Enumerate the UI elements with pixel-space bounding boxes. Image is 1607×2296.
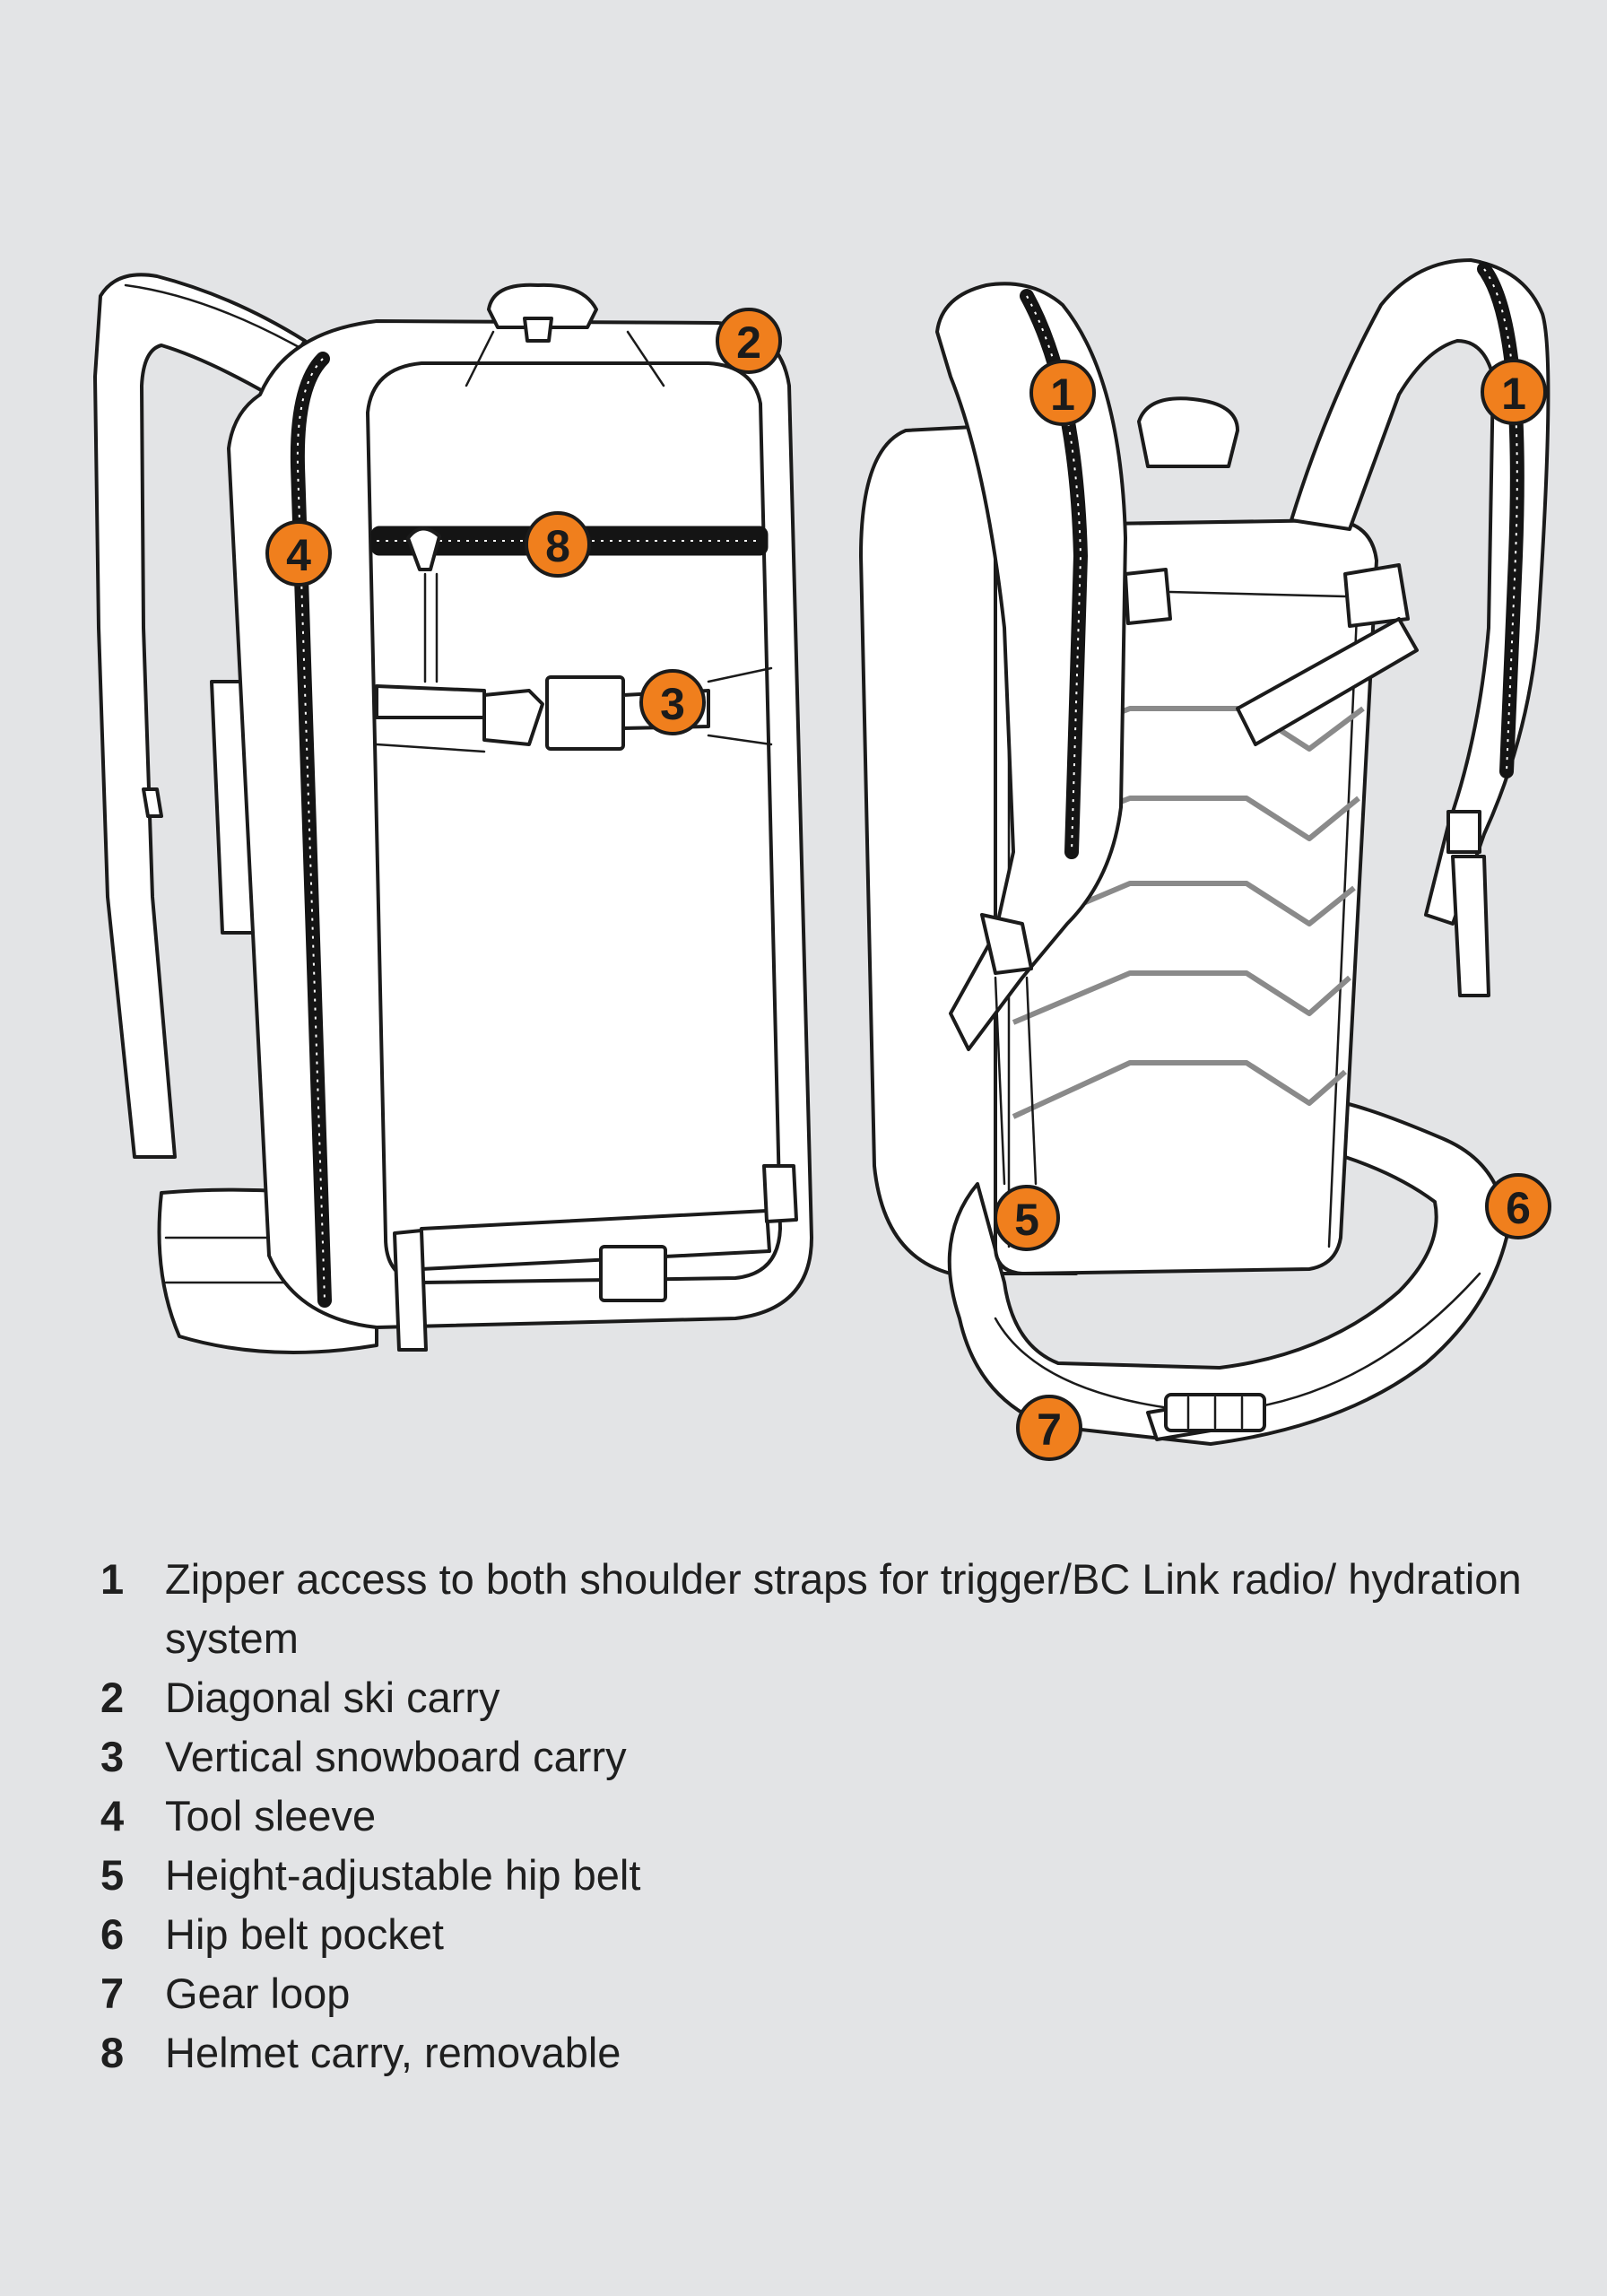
callout-marker-1-left-strap: 1 — [1029, 360, 1096, 426]
callout-marker-1-right-strap: 1 — [1481, 359, 1547, 425]
legend-number: 3 — [100, 1733, 125, 1780]
legend-item-6: 6 Hip belt pocket — [100, 1905, 1535, 1964]
legend-item-7: 7 Gear loop — [100, 1964, 1535, 2023]
legend-number: 7 — [100, 1970, 125, 2017]
feature-legend: 1 Zipper access to both shoulder straps … — [100, 1550, 1535, 2083]
legend-text: Helmet carry, removable — [165, 2029, 621, 2076]
legend-number: 6 — [100, 1910, 125, 1958]
legend-text: Height-adjustable hip belt — [165, 1851, 641, 1899]
svg-text:4: 4 — [286, 530, 311, 580]
svg-text:5: 5 — [1014, 1195, 1039, 1245]
legend-item-4: 4 Tool sleeve — [100, 1787, 1535, 1846]
svg-text:8: 8 — [545, 521, 570, 571]
callout-marker-4: 4 — [265, 520, 332, 587]
callout-marker-6: 6 — [1485, 1173, 1551, 1239]
legend-text: Vertical snowboard carry — [165, 1733, 627, 1780]
legend-number: 1 — [100, 1555, 125, 1603]
legend-item-3: 3 Vertical snowboard carry — [100, 1727, 1535, 1787]
legend-text: Gear loop — [165, 1970, 351, 2017]
front-view-shoulder-strap — [93, 273, 307, 1159]
legend-item-1: 1 Zipper access to both shoulder straps … — [100, 1550, 1535, 1668]
callout-marker-2: 2 — [716, 308, 782, 374]
legend-text: Diagonal ski carry — [165, 1674, 500, 1721]
svg-text:6: 6 — [1506, 1183, 1531, 1233]
legend-number: 5 — [100, 1851, 125, 1899]
legend-text: Hip belt pocket — [165, 1910, 444, 1958]
legend-number: 2 — [100, 1674, 125, 1721]
legend-number: 4 — [100, 1792, 125, 1839]
callout-marker-8: 8 — [525, 511, 591, 578]
legend-item-2: 2 Diagonal ski carry — [100, 1668, 1535, 1727]
legend-item-5: 5 Height-adjustable hip belt — [100, 1846, 1535, 1905]
legend-text: Zipper access to both shoulder straps fo… — [165, 1555, 1522, 1662]
svg-text:2: 2 — [736, 317, 761, 368]
svg-text:1: 1 — [1050, 370, 1075, 420]
legend-item-8: 8 Helmet carry, removable — [100, 2023, 1535, 2083]
legend-number: 8 — [100, 2029, 125, 2076]
back-view-right-strap — [1290, 258, 1551, 926]
callout-marker-3: 3 — [639, 669, 706, 735]
callout-marker-7: 7 — [1016, 1395, 1082, 1461]
legend-text: Tool sleeve — [165, 1792, 377, 1839]
backpack-illustration: 2 4 8 3 1 1 5 6 7 — [93, 258, 1551, 1461]
svg-text:7: 7 — [1037, 1405, 1062, 1455]
svg-text:3: 3 — [660, 679, 685, 729]
callout-marker-5: 5 — [994, 1185, 1060, 1251]
svg-text:1: 1 — [1501, 369, 1526, 419]
backpack-back-view — [859, 258, 1551, 1446]
backpack-front-view — [93, 273, 813, 1354]
